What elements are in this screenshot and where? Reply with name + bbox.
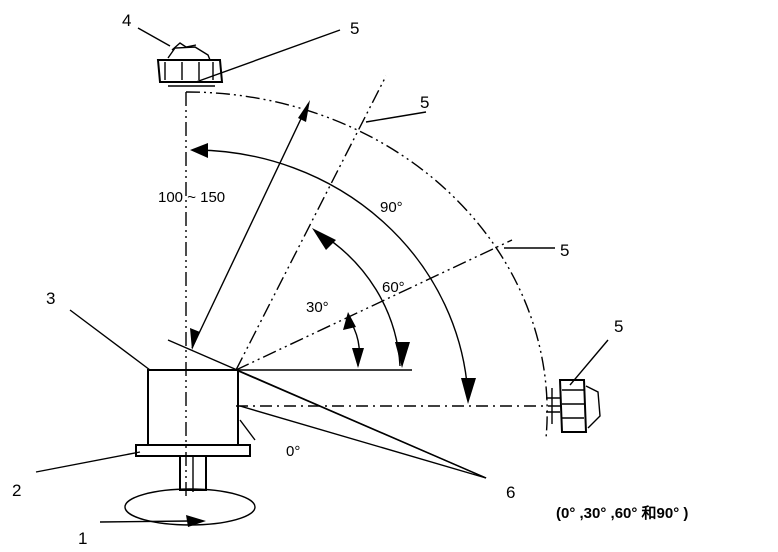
callout-1: 1 [78,529,87,548]
rotation-arrow-icon [186,515,206,527]
angle-30-label: 30° [306,299,329,316]
callout-5-top: 5 [350,19,359,38]
angle-90-label: 90° [380,199,403,216]
callout-4: 4 [122,11,131,30]
leader-lines [35,27,609,479]
callout-6: 6 [506,483,515,502]
callout-2: 2 [12,481,21,500]
reference-lines [185,75,560,500]
distance-label: 100 ~ 150 [158,189,225,206]
callout-3: 3 [46,289,55,308]
angle-60-label: 60° [382,279,405,296]
sensor-head-top [156,42,224,87]
caption: (0° ,30° ,60° 和90° ) [556,505,688,522]
sample-holder [99,369,256,527]
callout-5-right: 5 [614,317,623,336]
angle-arcs [190,143,476,404]
dimension-arrow [190,100,310,350]
callout-5-upper: 5 [420,93,429,112]
callout-5-middle: 5 [560,241,569,260]
angle-0-label: 0° [286,443,300,460]
